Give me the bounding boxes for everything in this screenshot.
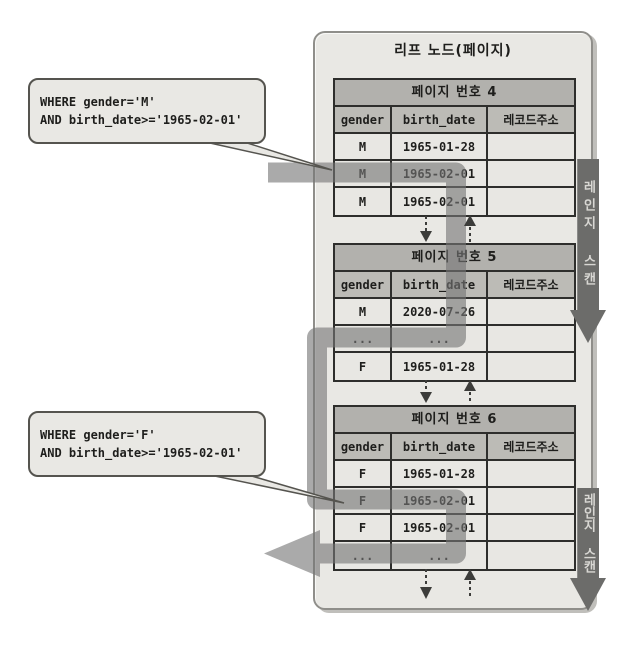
- cell-record-address: [488, 134, 574, 159]
- page-4-header-row: gender birth_date 레코드주소: [335, 107, 574, 134]
- query-bubble-f: WHERE gender='F' AND birth_date>='1965-0…: [28, 411, 266, 477]
- cell-gender: F: [335, 353, 392, 380]
- panel-title: 리프 노드(페이지): [394, 43, 512, 59]
- page-4-table: 페이지 번호 4 gender birth_date 레코드주소 M 1965-…: [333, 78, 576, 217]
- column-header-gender: gender: [335, 434, 392, 459]
- page-6-table: 페이지 번호 6 gender birth_date 레코드주소 F 1965-…: [333, 405, 576, 571]
- cell-birth-date: 1965-01-28: [392, 353, 488, 380]
- table-row: F 1965-01-28: [335, 353, 574, 380]
- table-row: M 1965-02-01: [335, 188, 574, 215]
- column-header-record-address: 레코드주소: [488, 272, 574, 297]
- cell-birth-date: 2020-07-26: [392, 299, 488, 324]
- cell-birth-date: 1965-02-01: [392, 161, 488, 186]
- cell-record-address: [488, 488, 574, 513]
- column-header-birth-date: birth_date: [392, 272, 488, 297]
- column-header-birth-date: birth_date: [392, 434, 488, 459]
- cell-gender: M: [335, 188, 392, 215]
- cell-record-address: [488, 299, 574, 324]
- cell-gender: M: [335, 299, 392, 324]
- cell-record-address: [488, 542, 574, 569]
- column-header-birth-date: birth_date: [392, 107, 488, 132]
- column-header-record-address: 레코드주소: [488, 434, 574, 459]
- query-f-line2: AND birth_date>='1965-02-01': [40, 446, 243, 460]
- page-5-header-row: gender birth_date 레코드주소: [335, 272, 574, 299]
- cell-birth-date: 1965-01-28: [392, 134, 488, 159]
- table-row-ellipsis: ... ...: [335, 326, 574, 353]
- page-6-header-row: gender birth_date 레코드주소: [335, 434, 574, 461]
- cell-record-address: [488, 161, 574, 186]
- cell-gender: F: [335, 488, 392, 513]
- table-row: M 2020-07-26: [335, 299, 574, 326]
- range-scan-arrowhead-2-icon: [570, 578, 606, 611]
- table-row-highlighted: F 1965-02-01: [335, 488, 574, 515]
- page-5-title: 페이지 번호 5: [335, 245, 574, 272]
- cell-birth-date: ...: [392, 326, 488, 351]
- page-5-table: 페이지 번호 5 gender birth_date 레코드주소 M 2020-…: [333, 243, 576, 382]
- table-row: M 1965-01-28: [335, 134, 574, 161]
- cell-record-address: [488, 461, 574, 486]
- cell-gender: F: [335, 461, 392, 486]
- table-row-highlighted: M 1965-02-01: [335, 161, 574, 188]
- cell-record-address: [488, 515, 574, 540]
- range-scan-arrowhead-1-icon: [570, 310, 606, 343]
- page-4-title: 페이지 번호 4: [335, 80, 574, 107]
- cell-gender: ...: [335, 542, 392, 569]
- page-6-title: 페이지 번호 6: [335, 407, 574, 434]
- table-row: F 1965-02-01: [335, 515, 574, 542]
- table-row-ellipsis: ... ...: [335, 542, 574, 569]
- cell-birth-date: 1965-02-01: [392, 188, 488, 215]
- query-bubble-m: WHERE gender='M' AND birth_date>='1965-0…: [28, 78, 266, 144]
- cell-birth-date: 1965-02-01: [392, 488, 488, 513]
- column-header-gender: gender: [335, 272, 392, 297]
- cell-record-address: [488, 353, 574, 380]
- range-scan-label: 레인지 스캔: [580, 179, 596, 290]
- table-row: F 1965-01-28: [335, 461, 574, 488]
- cell-gender: M: [335, 161, 392, 186]
- cell-gender: ...: [335, 326, 392, 351]
- column-header-gender: gender: [335, 107, 392, 132]
- range-scan-bar-1: 레인지 스캔: [577, 159, 599, 310]
- cell-birth-date: 1965-02-01: [392, 515, 488, 540]
- range-scan-label: 레인지 스캔: [580, 493, 596, 573]
- range-scan-bar-2: 레인지 스캔: [577, 488, 599, 578]
- cell-record-address: [488, 326, 574, 351]
- query-m-line1: WHERE gender='M': [40, 95, 156, 109]
- cell-birth-date: 1965-01-28: [392, 461, 488, 486]
- cell-gender: F: [335, 515, 392, 540]
- column-header-record-address: 레코드주소: [488, 107, 574, 132]
- cell-gender: M: [335, 134, 392, 159]
- query-f-line1: WHERE gender='F': [40, 428, 156, 442]
- cell-birth-date: ...: [392, 542, 488, 569]
- scan-exit-arrowhead-icon: [264, 530, 320, 577]
- cell-record-address: [488, 188, 574, 215]
- query-m-line2: AND birth_date>='1965-02-01': [40, 113, 243, 127]
